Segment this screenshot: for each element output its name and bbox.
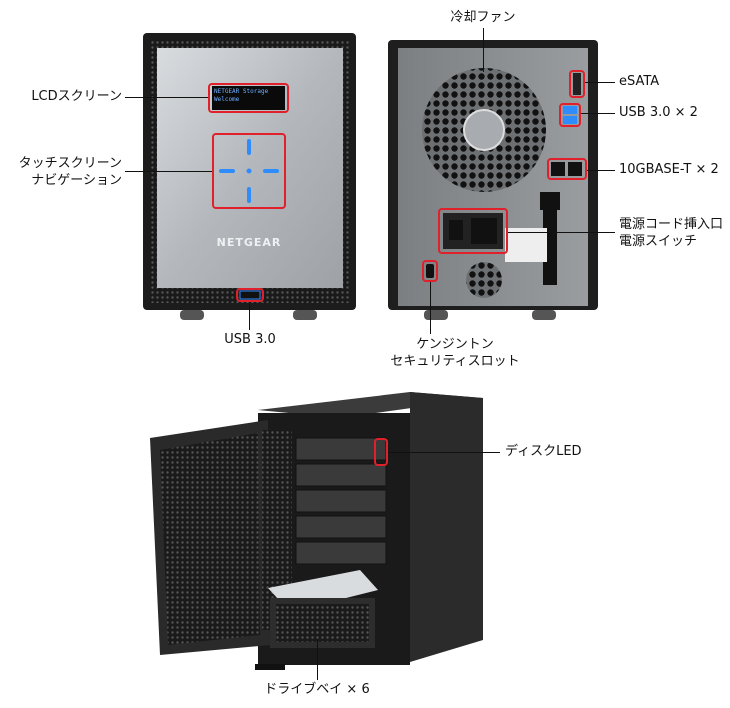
lcd-line-2: Welcome (214, 96, 240, 103)
rear-view (388, 40, 598, 320)
lcd-line-1: NETGEAR Storage (214, 88, 269, 95)
label-power-switch: 電源スイッチ (619, 234, 698, 249)
label-usb-rear: USB 3.0 × 2 (619, 105, 698, 120)
label-esata: eSATA (619, 74, 660, 89)
label-power-cord-inlet: 電源コード挿入口 (619, 217, 724, 232)
power-leader (508, 232, 615, 233)
label-drive-bays: ドライブベイ × 6 (264, 682, 370, 697)
power-highlight (438, 208, 508, 254)
disk-led-highlight (374, 438, 388, 466)
open-case-view (150, 392, 483, 670)
label-touch-nav-line-1: タッチスクリーン (18, 156, 122, 171)
usb-rear-highlight (559, 103, 581, 127)
label-lcd-screen: LCDスクリーン (31, 89, 122, 104)
label-kensington: ケンジントン セキュリティスロット (370, 336, 540, 370)
label-cooling-fan: 冷却ファン (450, 10, 516, 25)
label-touch-nav-line-2: ナビゲーション (31, 173, 122, 188)
usb-rear-leader (581, 113, 615, 114)
label-touch-nav: タッチスクリーン ナビゲーション (0, 155, 122, 189)
touch-nav-leader (125, 171, 212, 172)
label-kensington-line-2: セキュリティスロット (390, 354, 520, 369)
disk-led-leader (388, 452, 500, 453)
touch-nav-highlight (212, 133, 286, 209)
esata-leader (585, 82, 615, 83)
lcd-leader (125, 97, 208, 98)
lcd-highlight (208, 83, 289, 113)
label-power: 電源コード挿入口 電源スイッチ (619, 216, 723, 250)
ten-gbase-t-highlight (547, 158, 587, 180)
drive-bays-leader (317, 640, 318, 680)
usb-front-leader (249, 302, 250, 330)
lcd-display-text: NETGEAR Storage Welcome (214, 88, 284, 104)
ten-gbase-t-leader (587, 170, 615, 171)
kensington-highlight (422, 260, 438, 282)
usb-front-highlight (236, 288, 264, 302)
esata-highlight (569, 70, 585, 98)
label-kensington-line-1: ケンジントン (416, 337, 494, 352)
kensington-leader (430, 282, 431, 334)
label-usb-front: USB 3.0 (224, 332, 276, 347)
fan-leader (483, 28, 484, 72)
label-disk-led: ディスクLED (505, 444, 582, 459)
brand-logo: NETGEAR (216, 236, 282, 249)
label-10gbase-t: 10GBASE-T × 2 (619, 162, 719, 177)
